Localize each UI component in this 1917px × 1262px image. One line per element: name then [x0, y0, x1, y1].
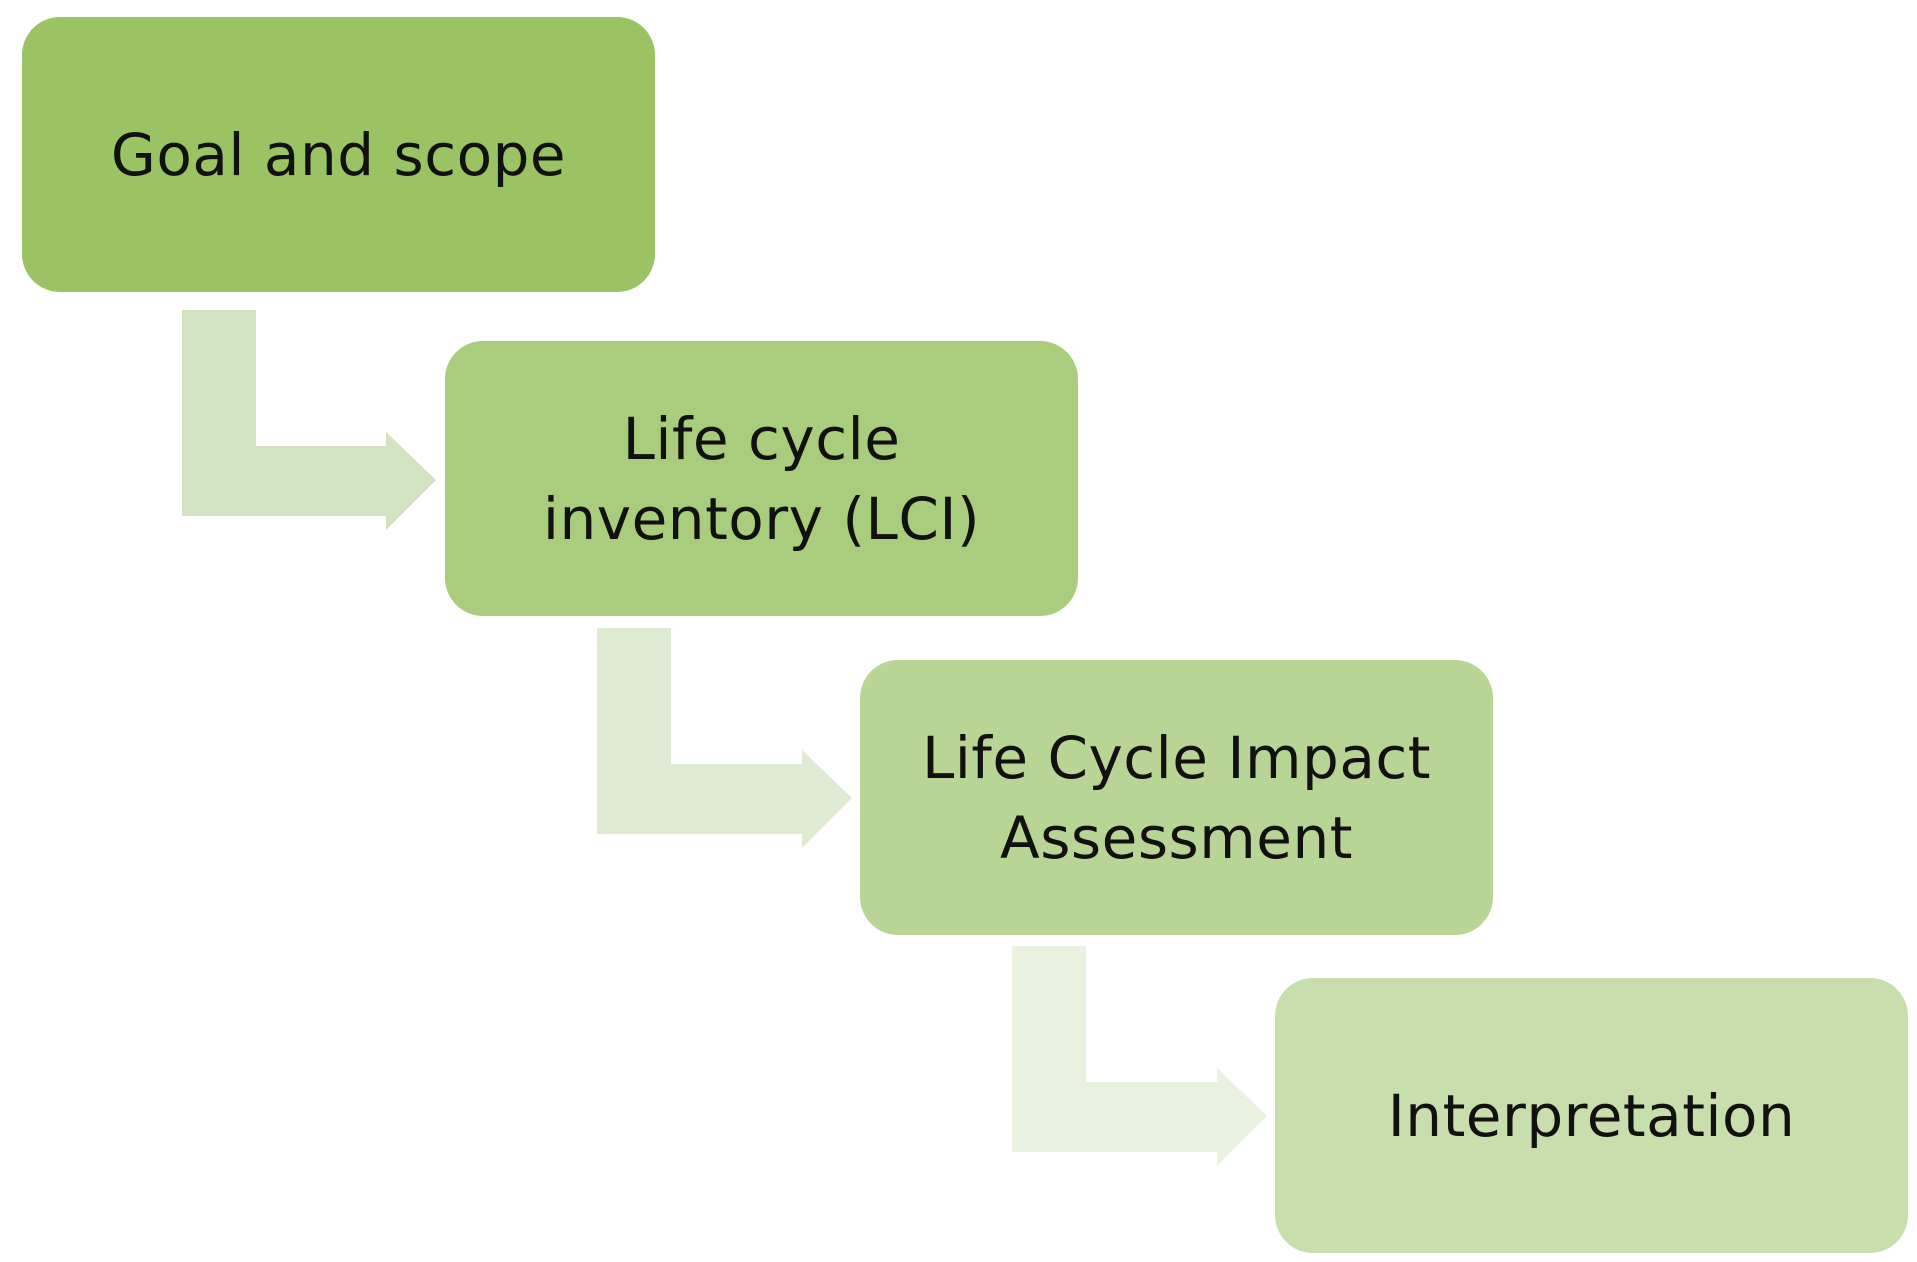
stage-life-cycle-inventory: Life cycle inventory (LCI)	[445, 341, 1078, 616]
stage-interpretation: Interpretation	[1275, 978, 1908, 1253]
stage-goal-and-scope: Goal and scope	[22, 17, 655, 292]
arrow-inventory-to-impact	[597, 628, 852, 848]
stage-label: Interpretation	[1387, 1081, 1796, 1150]
stage-label: Life cycle inventory (LCI)	[542, 404, 981, 553]
arrow-impact-to-interpretation	[1012, 946, 1267, 1166]
arrow-goal-to-inventory	[182, 310, 436, 530]
stage-label: Goal and scope	[110, 120, 567, 189]
stage-life-cycle-impact-assessment: Life Cycle Impact Assessment	[860, 660, 1493, 935]
stage-label: Life Cycle Impact Assessment	[921, 723, 1431, 872]
